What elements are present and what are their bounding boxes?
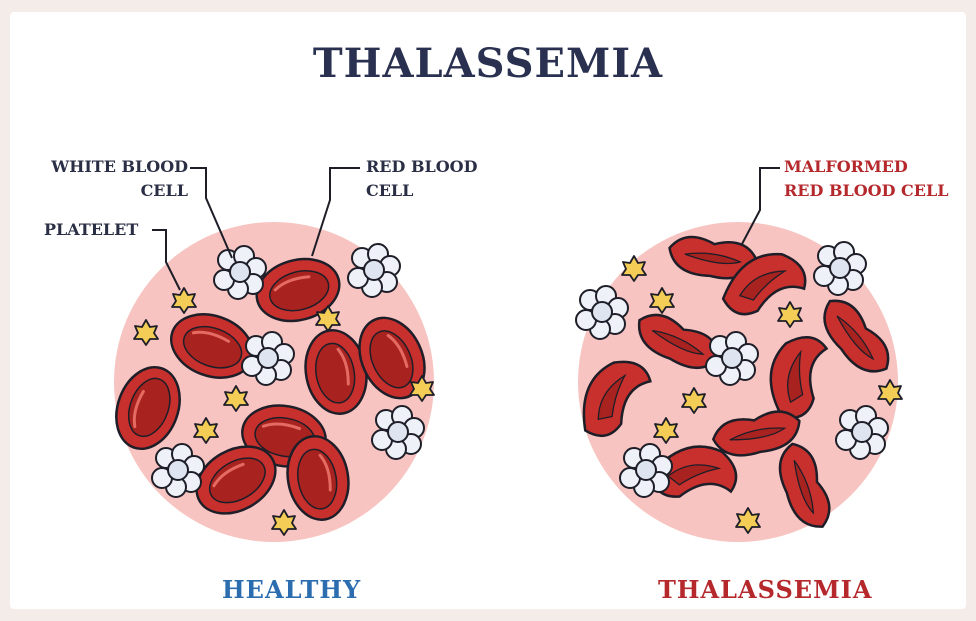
thalassemia-caption: THALASSEMIA xyxy=(658,575,873,604)
malformed-red-blood-cell-label: MALFORMED RED BLOOD CELL xyxy=(784,155,948,203)
white-blood-cell-label: WHITE BLOOD CELL xyxy=(30,155,188,203)
red-blood-cell-label: RED BLOOD CELL xyxy=(366,155,477,203)
thalassemia-sample xyxy=(567,222,902,542)
malformed-label-line1: MALFORMED xyxy=(784,155,948,179)
malformed-label-line2: RED BLOOD CELL xyxy=(784,179,948,203)
red-blood-cell-label-line1: RED BLOOD xyxy=(366,155,477,179)
white-blood-cell-label-line2: CELL xyxy=(30,179,188,203)
platelet-label: PLATELET xyxy=(44,218,138,242)
healthy-caption: HEALTHY xyxy=(222,575,361,604)
page-title: THALASSEMIA xyxy=(0,40,976,87)
red-blood-cell-label-line2: CELL xyxy=(366,179,477,203)
white-blood-cell-label-line1: WHITE BLOOD xyxy=(30,155,188,179)
healthy-sample xyxy=(105,222,436,542)
